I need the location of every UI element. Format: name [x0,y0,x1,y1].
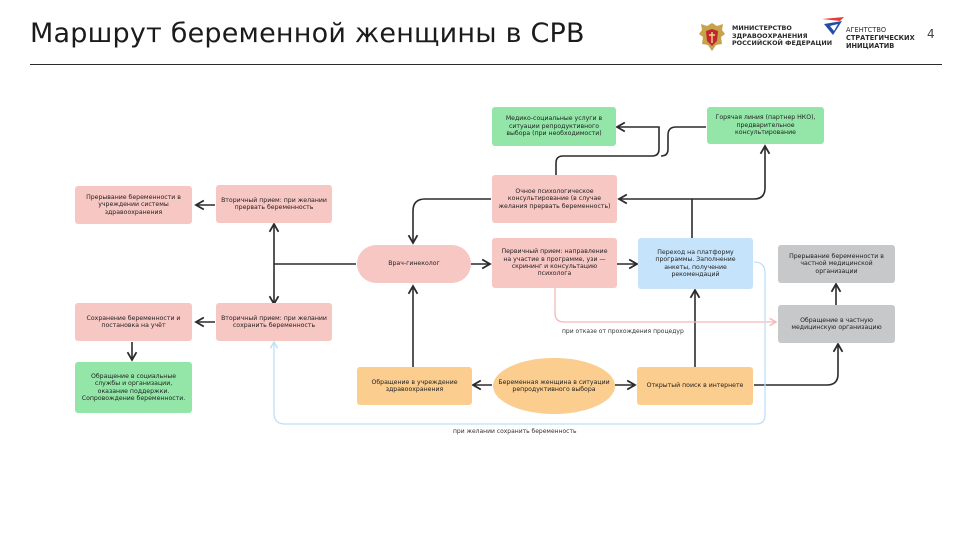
node-gynecologist: Врач-гинеколог [357,245,471,283]
page-number: 4 [927,27,935,41]
edge-psych-to-medsocial [555,121,660,175]
ministry-line-2: ЗДРАВООХРАНЕНИЯ [732,31,808,40]
label-keep-wish: при желании сохранить беременность [453,428,577,435]
edge-psych-to-gyn [407,198,491,245]
ministry-logo: МИНИСТЕРСТВО ЗДРАВООХРАНЕНИЯ РОССИЙСКОЙ … [696,20,832,54]
node-secondary-keep: Вторичный прием: при желании сохранить б… [216,303,332,341]
node-internet-search: Открытый поиск в интернете [637,367,753,405]
node-abortion-private: Прерывание беременности в частной медици… [778,245,895,283]
node-primary-visit: Первичный прием: направление на участие … [492,238,617,288]
asi-arrow-icon [822,17,844,35]
node-psych-consult: Очное психологическое консультирование (… [492,175,617,223]
asi-logo-text: АГЕНТСТВО СТРАТЕГИЧЕСКИХ ИНИЦИАТИВ [846,26,915,50]
node-hotline: Горячая линия (партнер НКО), предварител… [707,107,824,144]
ministry-line-1: МИНИСТЕРСТВО [732,24,792,32]
asi-logo: АГЕНТСТВО СТРАТЕГИЧЕСКИХ ИНИЦИАТИВ [820,15,924,55]
node-secondary-abort: Вторичный прием: при желании прервать бе… [216,185,332,223]
asi-line-1: АГЕНТСТВО [846,26,887,34]
page-title: Маршрут беременной женщины в СРВ [30,18,585,49]
edge-platform-to-psych [617,193,693,238]
node-platform: Переход на платформу программы. Заполнен… [638,238,753,289]
header-divider [30,64,942,65]
edge-hotline-to-psych [660,126,706,157]
node-abortion-institution: Прерывание беременности в учреждении сис… [75,186,192,224]
ministry-logo-text: МИНИСТЕРСТВО ЗДРАВООХРАНЕНИЯ РОССИЙСКОЙ … [732,24,833,48]
node-keep-register: Сохранение беременности и постановка на … [75,303,192,341]
edge-refusal [554,288,778,327]
label-refusal: при отказе от прохождения процедур [562,328,684,335]
node-medsocial-services: Медико-социальные услуги в ситуации репр… [492,107,616,146]
edge-platform-to-hotline [692,144,771,200]
node-institution-visit: Обращение в учреждение здравоохранения [357,367,472,405]
coat-of-arms-icon [699,23,725,51]
ministry-line-3: РОССИЙСКОЙ ФЕДЕРАЦИИ [732,39,833,48]
node-private-clinic: Обращение в частную медицинскую организа… [778,305,895,343]
asi-line-3: ИНИЦИАТИВ [846,41,895,50]
asi-line-2: СТРАТЕГИЧЕСКИХ [846,33,915,42]
edge-internet-to-private [754,342,844,386]
node-social-services: Обращение в социальные службы и организа… [75,362,192,413]
node-pregnant-woman: Беременная женщина в ситуации репродукти… [493,358,615,414]
edge-keep-wish [269,261,766,425]
